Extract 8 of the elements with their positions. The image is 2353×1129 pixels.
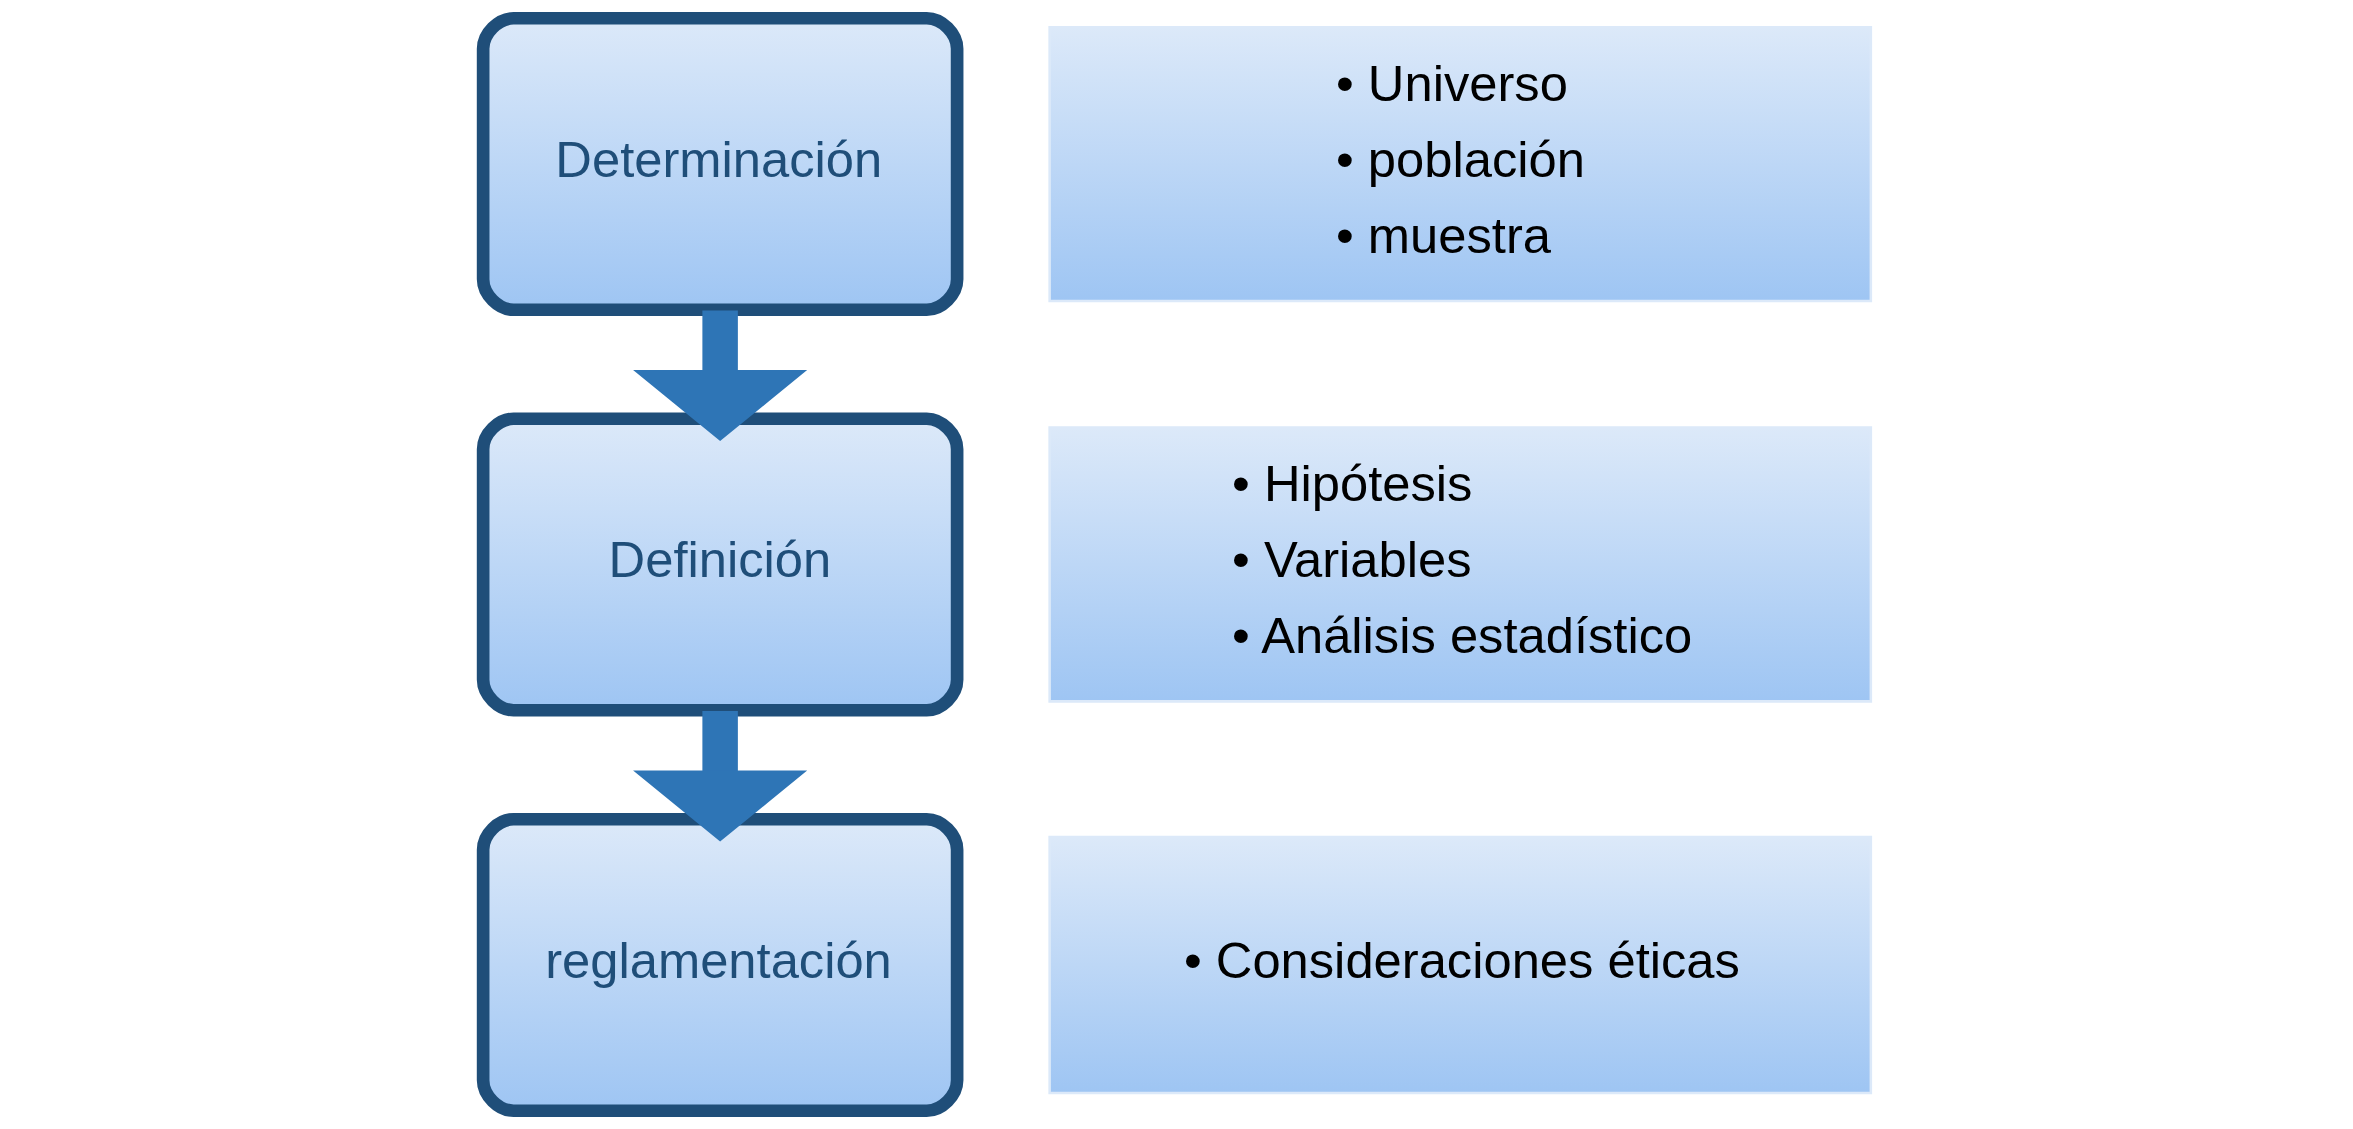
node-box: Definición (476, 412, 963, 717)
node-box: • Hipótesis • Variables • Análisis estadístico (1047, 426, 1872, 703)
arrow (632, 710, 807, 842)
node-box: • Consideraciones éticas (1047, 835, 1872, 1095)
arrow (632, 310, 807, 442)
node-box: reglamentación (476, 812, 963, 1118)
node-box: Determinación (476, 11, 963, 317)
node-box: • Universo • población • muestra (1047, 25, 1872, 303)
